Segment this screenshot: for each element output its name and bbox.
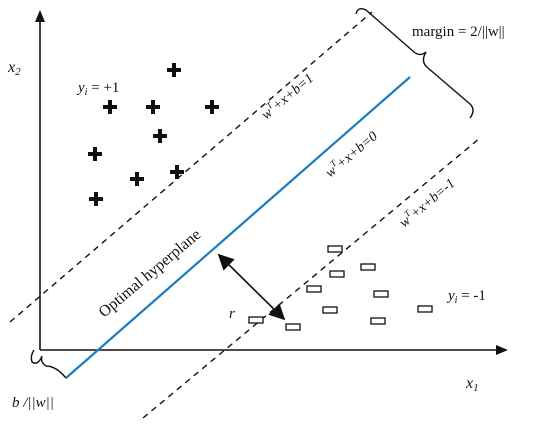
rectangle-marker-icon (327, 245, 343, 253)
plus-marker-icon (146, 100, 160, 114)
upper-margin-line (9, 11, 373, 323)
distance-arrow (217, 253, 286, 321)
rectangle-marker-icon (329, 270, 345, 278)
plus-marker-icon (205, 100, 219, 114)
rectangle-marker-icon (322, 306, 338, 314)
rectangle-marker-icon (248, 316, 264, 324)
y-axis-label: x2 (7, 59, 21, 78)
rectangle-marker-icon (417, 305, 433, 313)
plus-marker-icon (88, 147, 102, 161)
negative-points (248, 245, 433, 331)
hyperplane-label: Optimal hyperplane (96, 226, 205, 321)
rectangle-marker-icon (370, 317, 386, 325)
positive-points (88, 63, 219, 206)
optimal-hyperplane-line (65, 76, 411, 379)
positive-class-label: yi = +1 (76, 80, 119, 98)
intercept-brace (30, 349, 67, 379)
x-axis-arrow-icon (496, 345, 508, 355)
plus-marker-icon (103, 100, 117, 114)
plus-marker-icon (170, 165, 184, 179)
intercept-label: b /||w|| (12, 395, 54, 411)
plus-marker-icon (130, 172, 144, 186)
rectangle-marker-icon (306, 285, 322, 293)
x-axis-label: x1 (465, 375, 479, 394)
negative-class-label: yi = -1 (446, 288, 486, 306)
margin-label: margin = 2/||w|| (412, 24, 505, 40)
plus-marker-icon (89, 192, 103, 206)
rectangle-marker-icon (373, 290, 389, 298)
rectangle-marker-icon (360, 263, 376, 271)
plus-marker-icon (153, 129, 167, 143)
y-axis-arrow-icon (35, 10, 45, 22)
distance-label: r (229, 306, 235, 322)
margin-brace (355, 7, 474, 119)
hyperplane-equation: wT+x+b=0 (321, 127, 381, 181)
upper-margin-equation: wT+x+b=1 (257, 69, 317, 123)
rectangle-marker-icon (285, 323, 301, 331)
plus-marker-icon (167, 63, 181, 77)
lower-margin-line (142, 137, 481, 419)
